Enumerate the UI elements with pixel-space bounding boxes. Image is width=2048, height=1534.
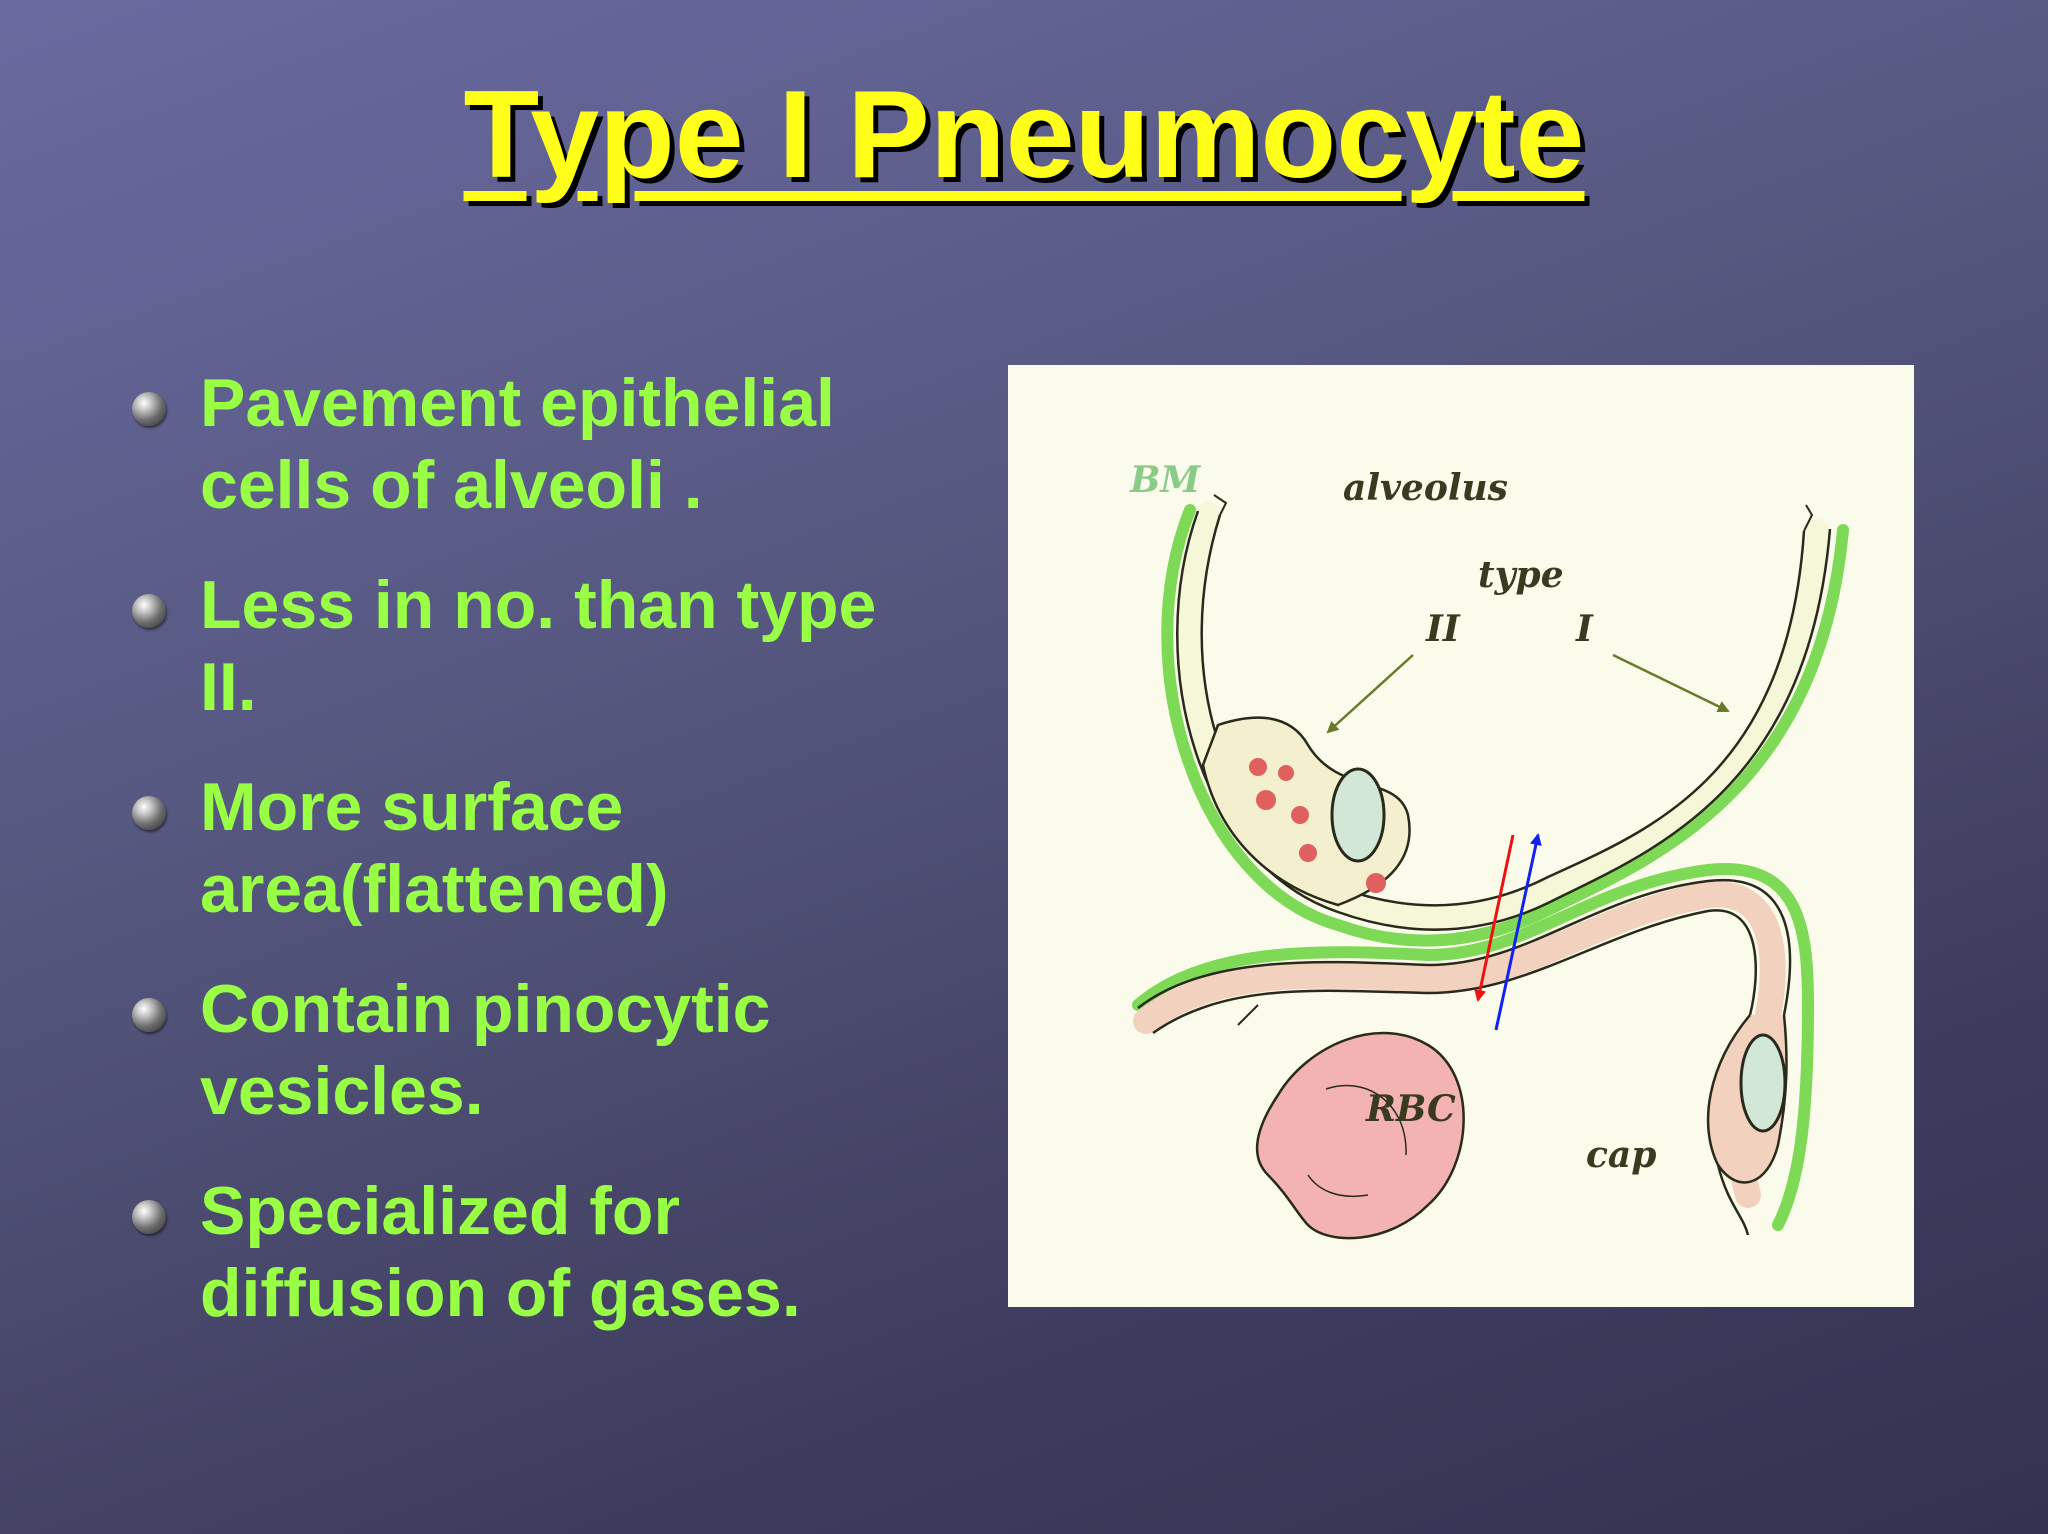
endothelium-upper-line xyxy=(1137,878,1792,1016)
red-blood-cell xyxy=(1255,1031,1465,1240)
slide-title: Type I Pneumocyte xyxy=(463,66,1585,204)
bullet-text: More surface area(flattened) xyxy=(200,769,669,927)
type1-pointer-arrow xyxy=(1612,653,1730,713)
bullet-sphere-icon xyxy=(132,392,166,426)
bullet-text: Less in no. than type II. xyxy=(200,567,877,725)
lamellar-granule xyxy=(1299,844,1317,862)
alveolar-epithelium xyxy=(1177,502,1829,929)
basement-membrane-capillary xyxy=(1132,862,1815,1231)
rbc-inner-arc-2 xyxy=(1307,1174,1369,1197)
label-type-i: I xyxy=(1575,608,1594,650)
bullet-item: Contain pinocytic vesicles. xyxy=(128,968,948,1132)
type2-nucleus xyxy=(1330,767,1386,863)
epithelium-outer-line xyxy=(1176,510,1832,932)
label-alveolus: alveolus xyxy=(1343,467,1508,509)
bullet-item: Pavement epithelial cells of alveoli . xyxy=(128,362,948,526)
oxygen-diffusion-arrow xyxy=(1474,834,1515,1002)
epithelium-inner-line xyxy=(1200,514,1806,907)
lamellar-granule xyxy=(1366,873,1386,893)
label-bm: BM xyxy=(1129,459,1201,501)
label-rbc: RBC xyxy=(1365,1088,1456,1130)
label-type-ii: II xyxy=(1425,608,1461,650)
bullet-item: Specialized for diffusion of gases. xyxy=(128,1170,948,1334)
co2-diffusion-arrow xyxy=(1494,833,1542,1031)
endothelium-tail xyxy=(1716,1164,1750,1236)
basement-membrane-alveolus xyxy=(1161,504,1849,947)
lamellar-granule xyxy=(1256,790,1276,810)
bullet-sphere-icon xyxy=(132,1200,166,1234)
label-type: type xyxy=(1478,554,1564,596)
bullet-sphere-icon xyxy=(132,594,166,628)
lamellar-granule xyxy=(1249,758,1267,776)
bullet-text: Contain pinocytic vesicles. xyxy=(200,971,771,1129)
bullet-text: Pavement epithelial cells of alveoli . xyxy=(200,365,835,523)
alveolus-diagram: BM alveolus type II I RBC cap xyxy=(1008,365,1914,1307)
rbc-inner-arc xyxy=(1325,1084,1407,1156)
lamellar-granule xyxy=(1278,765,1294,781)
lamellar-granule xyxy=(1291,806,1309,824)
epithelium-tear-right xyxy=(1803,504,1814,532)
bullet-list: Pavement epithelial cells of alveoli . L… xyxy=(128,362,948,1372)
alveolus-diagram-svg: BM alveolus type II I RBC cap xyxy=(1129,459,1849,1240)
endothelium-junction xyxy=(1237,1004,1259,1026)
bullet-sphere-icon xyxy=(132,998,166,1032)
label-cap: cap xyxy=(1586,1134,1656,1176)
bullet-item: More surface area(flattened) xyxy=(128,766,948,930)
endothelial-nucleus xyxy=(1739,1033,1787,1133)
bullet-item: Less in no. than type II. xyxy=(128,564,948,728)
type2-pointer-arrow xyxy=(1326,654,1414,734)
epithelium-tear-left xyxy=(1213,494,1228,516)
bullet-sphere-icon xyxy=(132,796,166,830)
endothelium-lower-line xyxy=(1152,909,1758,1035)
bullet-text: Specialized for diffusion of gases. xyxy=(200,1173,801,1331)
